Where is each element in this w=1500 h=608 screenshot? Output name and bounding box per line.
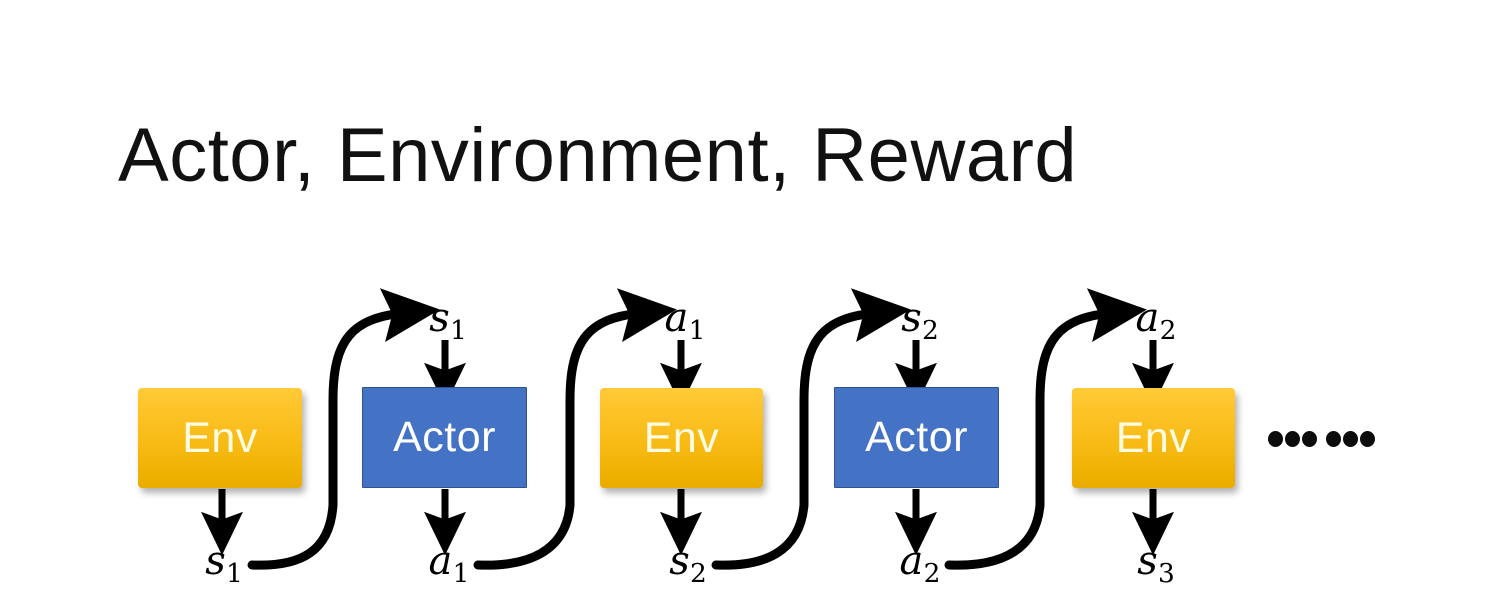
state-label-s1-top: s1 [429, 295, 467, 346]
state-label-s2-bottom: s2 [669, 538, 707, 589]
actor-box-1[interactable]: Actor [362, 387, 527, 488]
action-label-a1-bottom: a1 [428, 538, 470, 589]
state-label-s1-bottom: s1 [205, 538, 243, 589]
state-label-s2-top: s2 [901, 295, 939, 346]
action-label-a2-bottom: a2 [899, 538, 941, 589]
page-title: Actor, Environment, Reward [118, 113, 1078, 198]
env-box-1-label: Env [182, 413, 258, 462]
actor-box-2[interactable]: Actor [834, 387, 999, 488]
ellipsis-icon [1268, 431, 1377, 447]
env-box-2[interactable]: Env [600, 388, 763, 488]
env-box-2-label: Env [643, 413, 720, 462]
action-label-a1-top: a1 [664, 295, 706, 346]
env-box-3[interactable]: Env [1072, 388, 1235, 488]
actor-box-1-label: Actor [393, 413, 496, 461]
state-label-s3-bottom: s3 [1137, 538, 1175, 589]
action-label-a2-top: a2 [1135, 295, 1177, 346]
actor-box-2-label: Actor [865, 413, 968, 461]
env-box-1[interactable]: Env [138, 388, 302, 488]
env-box-3-label: Env [1115, 413, 1192, 462]
